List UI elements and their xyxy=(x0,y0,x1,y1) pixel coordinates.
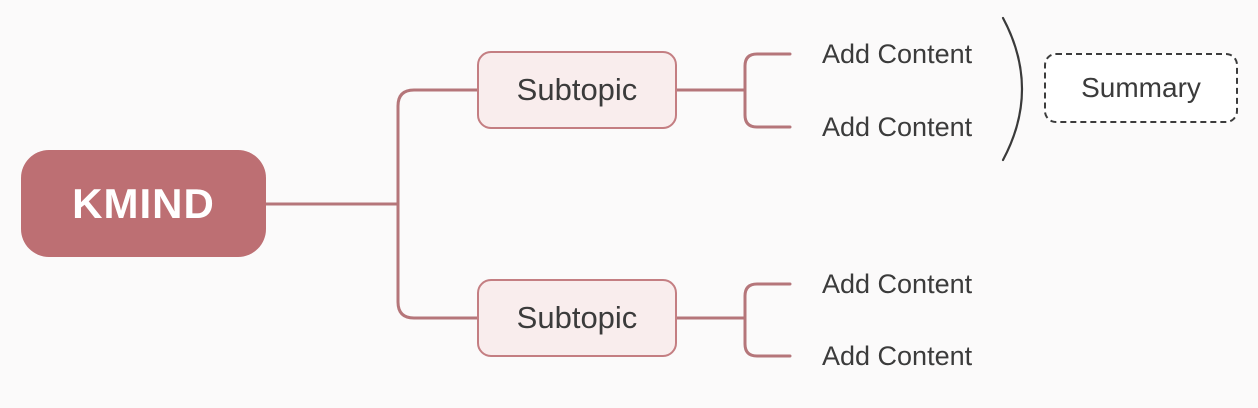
root-topic-node[interactable]: KMIND xyxy=(21,150,266,257)
summary-node[interactable]: Summary xyxy=(1044,53,1238,123)
root-branch-connector xyxy=(264,88,479,320)
subtopic-1-fork-connector xyxy=(675,52,792,129)
subtopic-2-label: Subtopic xyxy=(516,300,638,335)
summary-label: Summary xyxy=(1081,72,1201,103)
subtopic-node-1[interactable]: Subtopic xyxy=(477,51,677,129)
subtopic-node-2[interactable]: Subtopic xyxy=(477,279,677,357)
subtopic-2-fork-connector xyxy=(675,282,792,358)
subtopic-1-label: Subtopic xyxy=(516,72,638,107)
add-content-placeholder-1[interactable]: Add Content xyxy=(822,39,973,69)
add-content-placeholder-3[interactable]: Add Content xyxy=(822,269,973,299)
summary-bracket-icon xyxy=(1001,16,1023,162)
root-topic-label: KMIND xyxy=(72,179,215,227)
add-content-placeholder-2[interactable]: Add Content xyxy=(822,112,973,142)
add-content-placeholder-4[interactable]: Add Content xyxy=(822,341,973,371)
